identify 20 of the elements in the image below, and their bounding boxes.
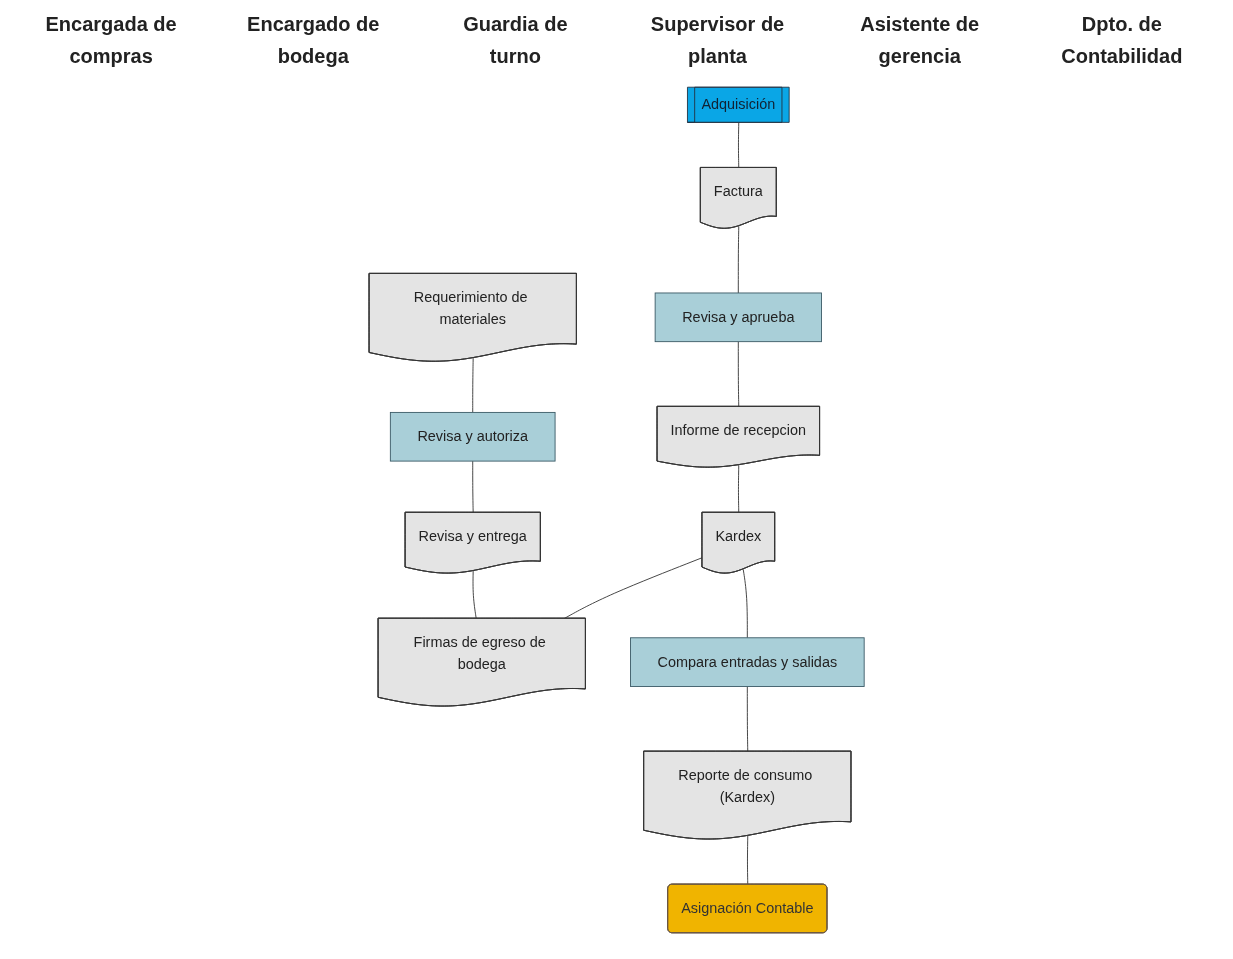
lane-heading: Supervisor de planta bbox=[649, 12, 786, 69]
connector bbox=[737, 341, 740, 408]
node-box: Revisa y autoriza bbox=[389, 411, 556, 462]
connector bbox=[563, 557, 703, 620]
connector bbox=[742, 568, 748, 639]
connector bbox=[746, 686, 749, 753]
node-box: Compara entradas y salidas bbox=[629, 637, 865, 687]
node-box: Revisa y aprueba bbox=[654, 292, 822, 343]
connector bbox=[737, 225, 740, 294]
lane-heading: Encargado de bodega bbox=[246, 12, 381, 69]
connector bbox=[737, 464, 740, 514]
connector bbox=[472, 460, 474, 514]
lane-heading: Dpto. de Contabilidad bbox=[1060, 12, 1184, 69]
lane-heading: Encargada de compras bbox=[44, 12, 178, 69]
connector bbox=[472, 357, 474, 413]
connector bbox=[737, 122, 740, 169]
lane-heading: Asistente de gerencia bbox=[859, 12, 981, 69]
connector bbox=[746, 835, 749, 885]
connector bbox=[472, 570, 477, 620]
lane-heading: Guardia de turno bbox=[462, 12, 569, 69]
